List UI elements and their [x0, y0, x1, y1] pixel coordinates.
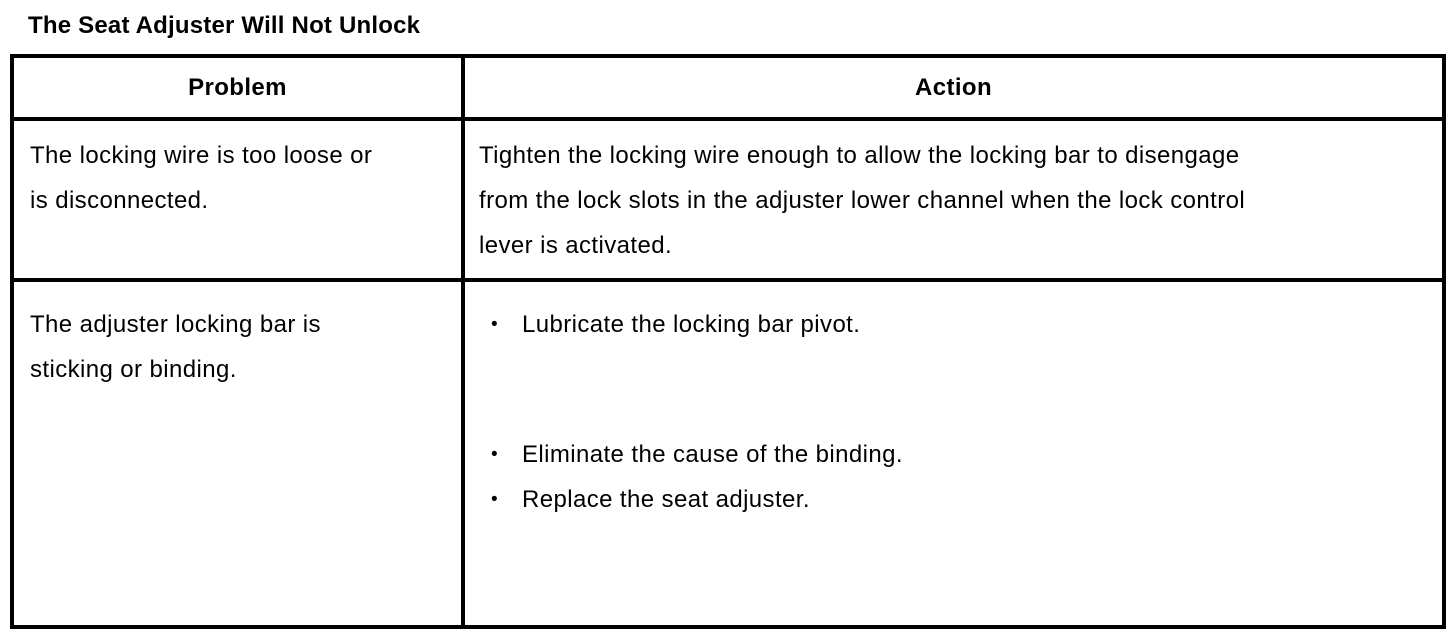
table-header-row: Problem Action	[10, 54, 1446, 121]
list-item: • Replace the seat adjuster.	[479, 477, 1432, 522]
bullet-icon: •	[491, 489, 499, 510]
table-row: The adjuster locking bar is sticking or …	[10, 278, 1446, 629]
list-item-text: Eliminate the cause of the binding.	[522, 441, 903, 468]
action-bullet-list: • Lubricate the locking bar pivot. • Eli…	[479, 302, 1432, 522]
bullet-icon: •	[491, 314, 499, 335]
column-header-problem: Problem	[10, 54, 465, 121]
action-cell: • Lubricate the locking bar pivot. • Eli…	[461, 278, 1446, 629]
list-item: • Lubricate the locking bar pivot.	[479, 302, 1432, 347]
bullet-icon: •	[491, 444, 499, 465]
problem-cell: The locking wire is too loose or is disc…	[10, 117, 465, 282]
table-row: The locking wire is too loose or is disc…	[10, 117, 1446, 282]
troubleshooting-table: Problem Action The locking wire is too l…	[10, 54, 1446, 629]
page-title: The Seat Adjuster Will Not Unlock	[28, 12, 421, 39]
action-text: Tighten the locking wire enough to allow…	[479, 142, 1246, 259]
problem-text: The adjuster locking bar is sticking or …	[30, 311, 321, 383]
action-cell: Tighten the locking wire enough to allow…	[461, 117, 1446, 282]
column-header-action: Action	[461, 54, 1446, 121]
problem-text: The locking wire is too loose or is disc…	[30, 142, 373, 214]
list-item-text: Replace the seat adjuster.	[522, 486, 810, 513]
problem-cell: The adjuster locking bar is sticking or …	[10, 278, 465, 629]
list-item-text: Lubricate the locking bar pivot.	[522, 311, 861, 338]
list-item: • Eliminate the cause of the binding.	[479, 432, 1432, 477]
